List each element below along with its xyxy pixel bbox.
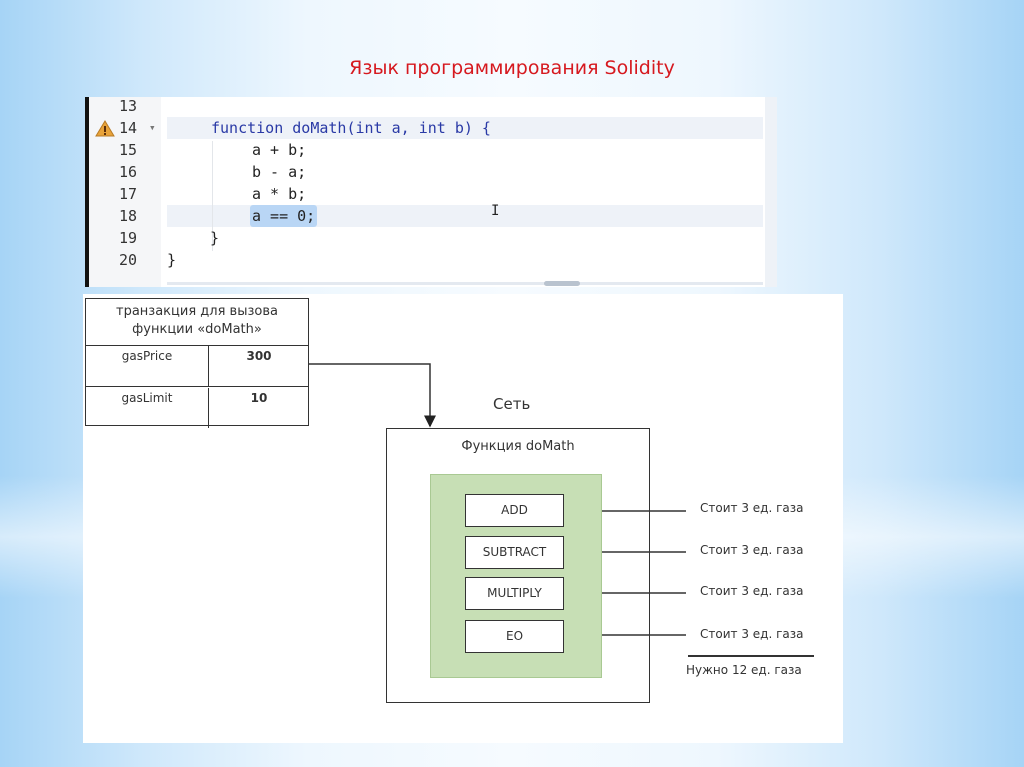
code-text: a * b; bbox=[252, 185, 307, 203]
line-number: 16 bbox=[119, 163, 138, 181]
gas-limit-label: gasLimit bbox=[86, 388, 209, 428]
gas-price-value: 300 bbox=[246, 349, 272, 363]
code-line-18[interactable]: 18 a == 0; bbox=[89, 205, 763, 227]
text-cursor-icon: I bbox=[491, 203, 500, 219]
vertical-scrollbar[interactable] bbox=[765, 97, 777, 287]
code-text: } bbox=[210, 229, 220, 247]
line-number: 19 bbox=[119, 229, 138, 247]
gas-diagram: транзакция для вызова функции «doMath» g… bbox=[83, 294, 843, 743]
function-box-title: Функция doMath bbox=[461, 439, 575, 454]
code-line-14[interactable]: 14 ▾ function doMath(int a, int b) { bbox=[89, 117, 763, 139]
total-gas-label: Нужно 12 ед. газа bbox=[686, 663, 802, 677]
slide-title: Язык программирования Solidity bbox=[349, 57, 675, 79]
code-text: a + b; bbox=[252, 141, 307, 159]
op-eo: EO bbox=[465, 620, 564, 653]
line-number: 17 bbox=[119, 185, 138, 203]
gas-limit-value: 10 bbox=[250, 391, 268, 405]
function-box: Функция doMath ADD SUBTRACT MULTIPLY EO bbox=[386, 428, 650, 703]
cost-label-eo: Стоит 3 ед. газа bbox=[700, 627, 804, 641]
line-number: 20 bbox=[119, 251, 138, 269]
gas-price-label: gasPrice bbox=[86, 346, 209, 386]
code-text: } bbox=[167, 251, 177, 269]
operations-area: ADD SUBTRACT MULTIPLY EO bbox=[430, 474, 602, 678]
code-text: function doMath(int a, int b) { bbox=[211, 119, 491, 137]
line-number: 14 bbox=[119, 119, 138, 137]
code-line-20[interactable]: 20 } bbox=[89, 249, 763, 271]
cost-label-add: Стоит 3 ед. газа bbox=[700, 501, 804, 515]
cost-label-subtract: Стоит 3 ед. газа bbox=[700, 543, 804, 557]
line-number: 13 bbox=[119, 97, 138, 115]
horizontal-scroll-thumb[interactable] bbox=[544, 281, 580, 286]
op-subtract: SUBTRACT bbox=[465, 536, 564, 569]
network-label: Сеть bbox=[493, 395, 531, 413]
horizontal-scrollbar[interactable] bbox=[167, 282, 763, 285]
code-line-17[interactable]: 17 a * b; bbox=[89, 183, 763, 205]
code-line-19[interactable]: 19 } bbox=[89, 227, 763, 249]
header-line-2: функции «doMath» bbox=[132, 322, 262, 337]
table-row: gasLimit 10 bbox=[86, 388, 308, 428]
code-line-16[interactable]: 16 b - a; bbox=[89, 161, 763, 183]
fold-toggle-icon[interactable]: ▾ bbox=[149, 121, 156, 134]
table-row: gasPrice 300 bbox=[86, 346, 308, 387]
op-add: ADD bbox=[465, 494, 564, 527]
code-editor[interactable]: 13 14 ▾ function doMath(int a, int b) { … bbox=[85, 97, 777, 287]
sum-divider bbox=[688, 655, 814, 657]
code-line-13[interactable]: 13 bbox=[89, 95, 763, 117]
line-number: 15 bbox=[119, 141, 138, 159]
header-line-1: транзакция для вызова bbox=[116, 304, 278, 319]
indent-guide bbox=[212, 141, 213, 251]
code-line-15[interactable]: 15 a + b; bbox=[89, 139, 763, 161]
code-text: b - a; bbox=[252, 163, 307, 181]
transaction-table: транзакция для вызова функции «doMath» g… bbox=[85, 298, 309, 428]
selected-code-text[interactable]: a == 0; bbox=[250, 205, 318, 227]
transaction-to-network-arrow bbox=[309, 363, 436, 428]
cost-label-multiply: Стоит 3 ед. газа bbox=[700, 584, 804, 598]
op-multiply: MULTIPLY bbox=[465, 577, 564, 610]
line-number: 18 bbox=[119, 207, 138, 225]
transaction-table-header: транзакция для вызова функции «doMath» bbox=[86, 299, 308, 346]
warning-icon[interactable] bbox=[95, 120, 115, 143]
